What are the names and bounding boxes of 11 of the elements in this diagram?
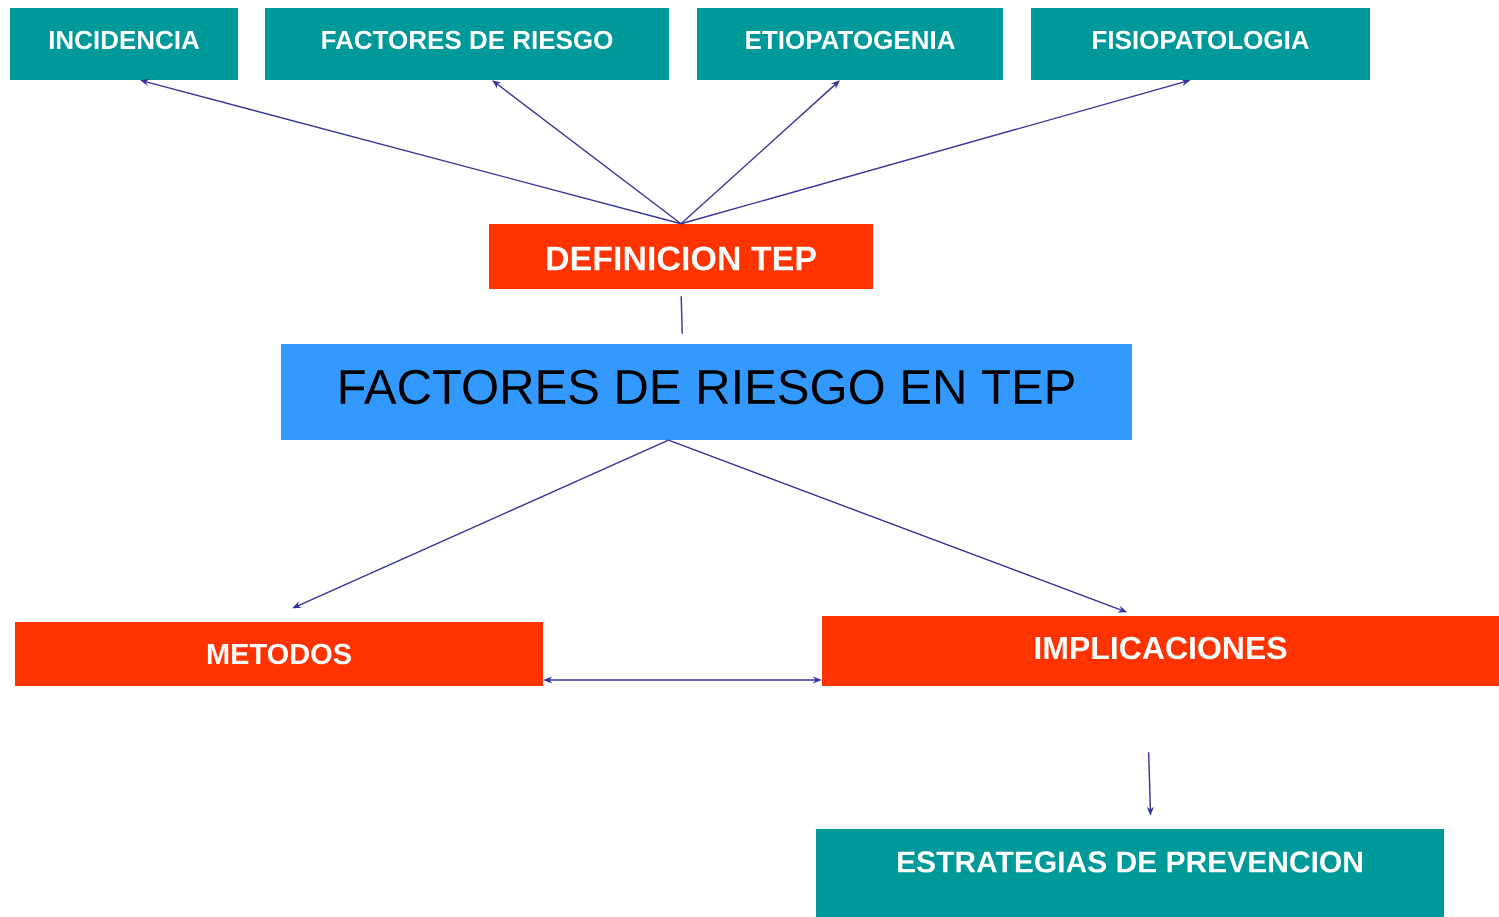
label-box: FISIOPATOLOGIA — [1031, 8, 1370, 80]
arrow — [680, 80, 840, 225]
label-box: ETIOPATOGENIA — [697, 8, 1003, 80]
label-box: FACTORES DE RIESGO — [265, 8, 669, 80]
label-box: FACTORES DE RIESGO EN TEP — [281, 344, 1132, 440]
label-box: INCIDENCIA — [10, 8, 238, 80]
label-box: DEFINICION TEP — [489, 224, 873, 289]
label-box: ESTRATEGIAS DE PREVENCION — [816, 829, 1444, 917]
label-box: METODOS — [15, 622, 543, 686]
arrow — [492, 80, 682, 225]
label-box: IMPLICACIONES — [822, 616, 1499, 686]
